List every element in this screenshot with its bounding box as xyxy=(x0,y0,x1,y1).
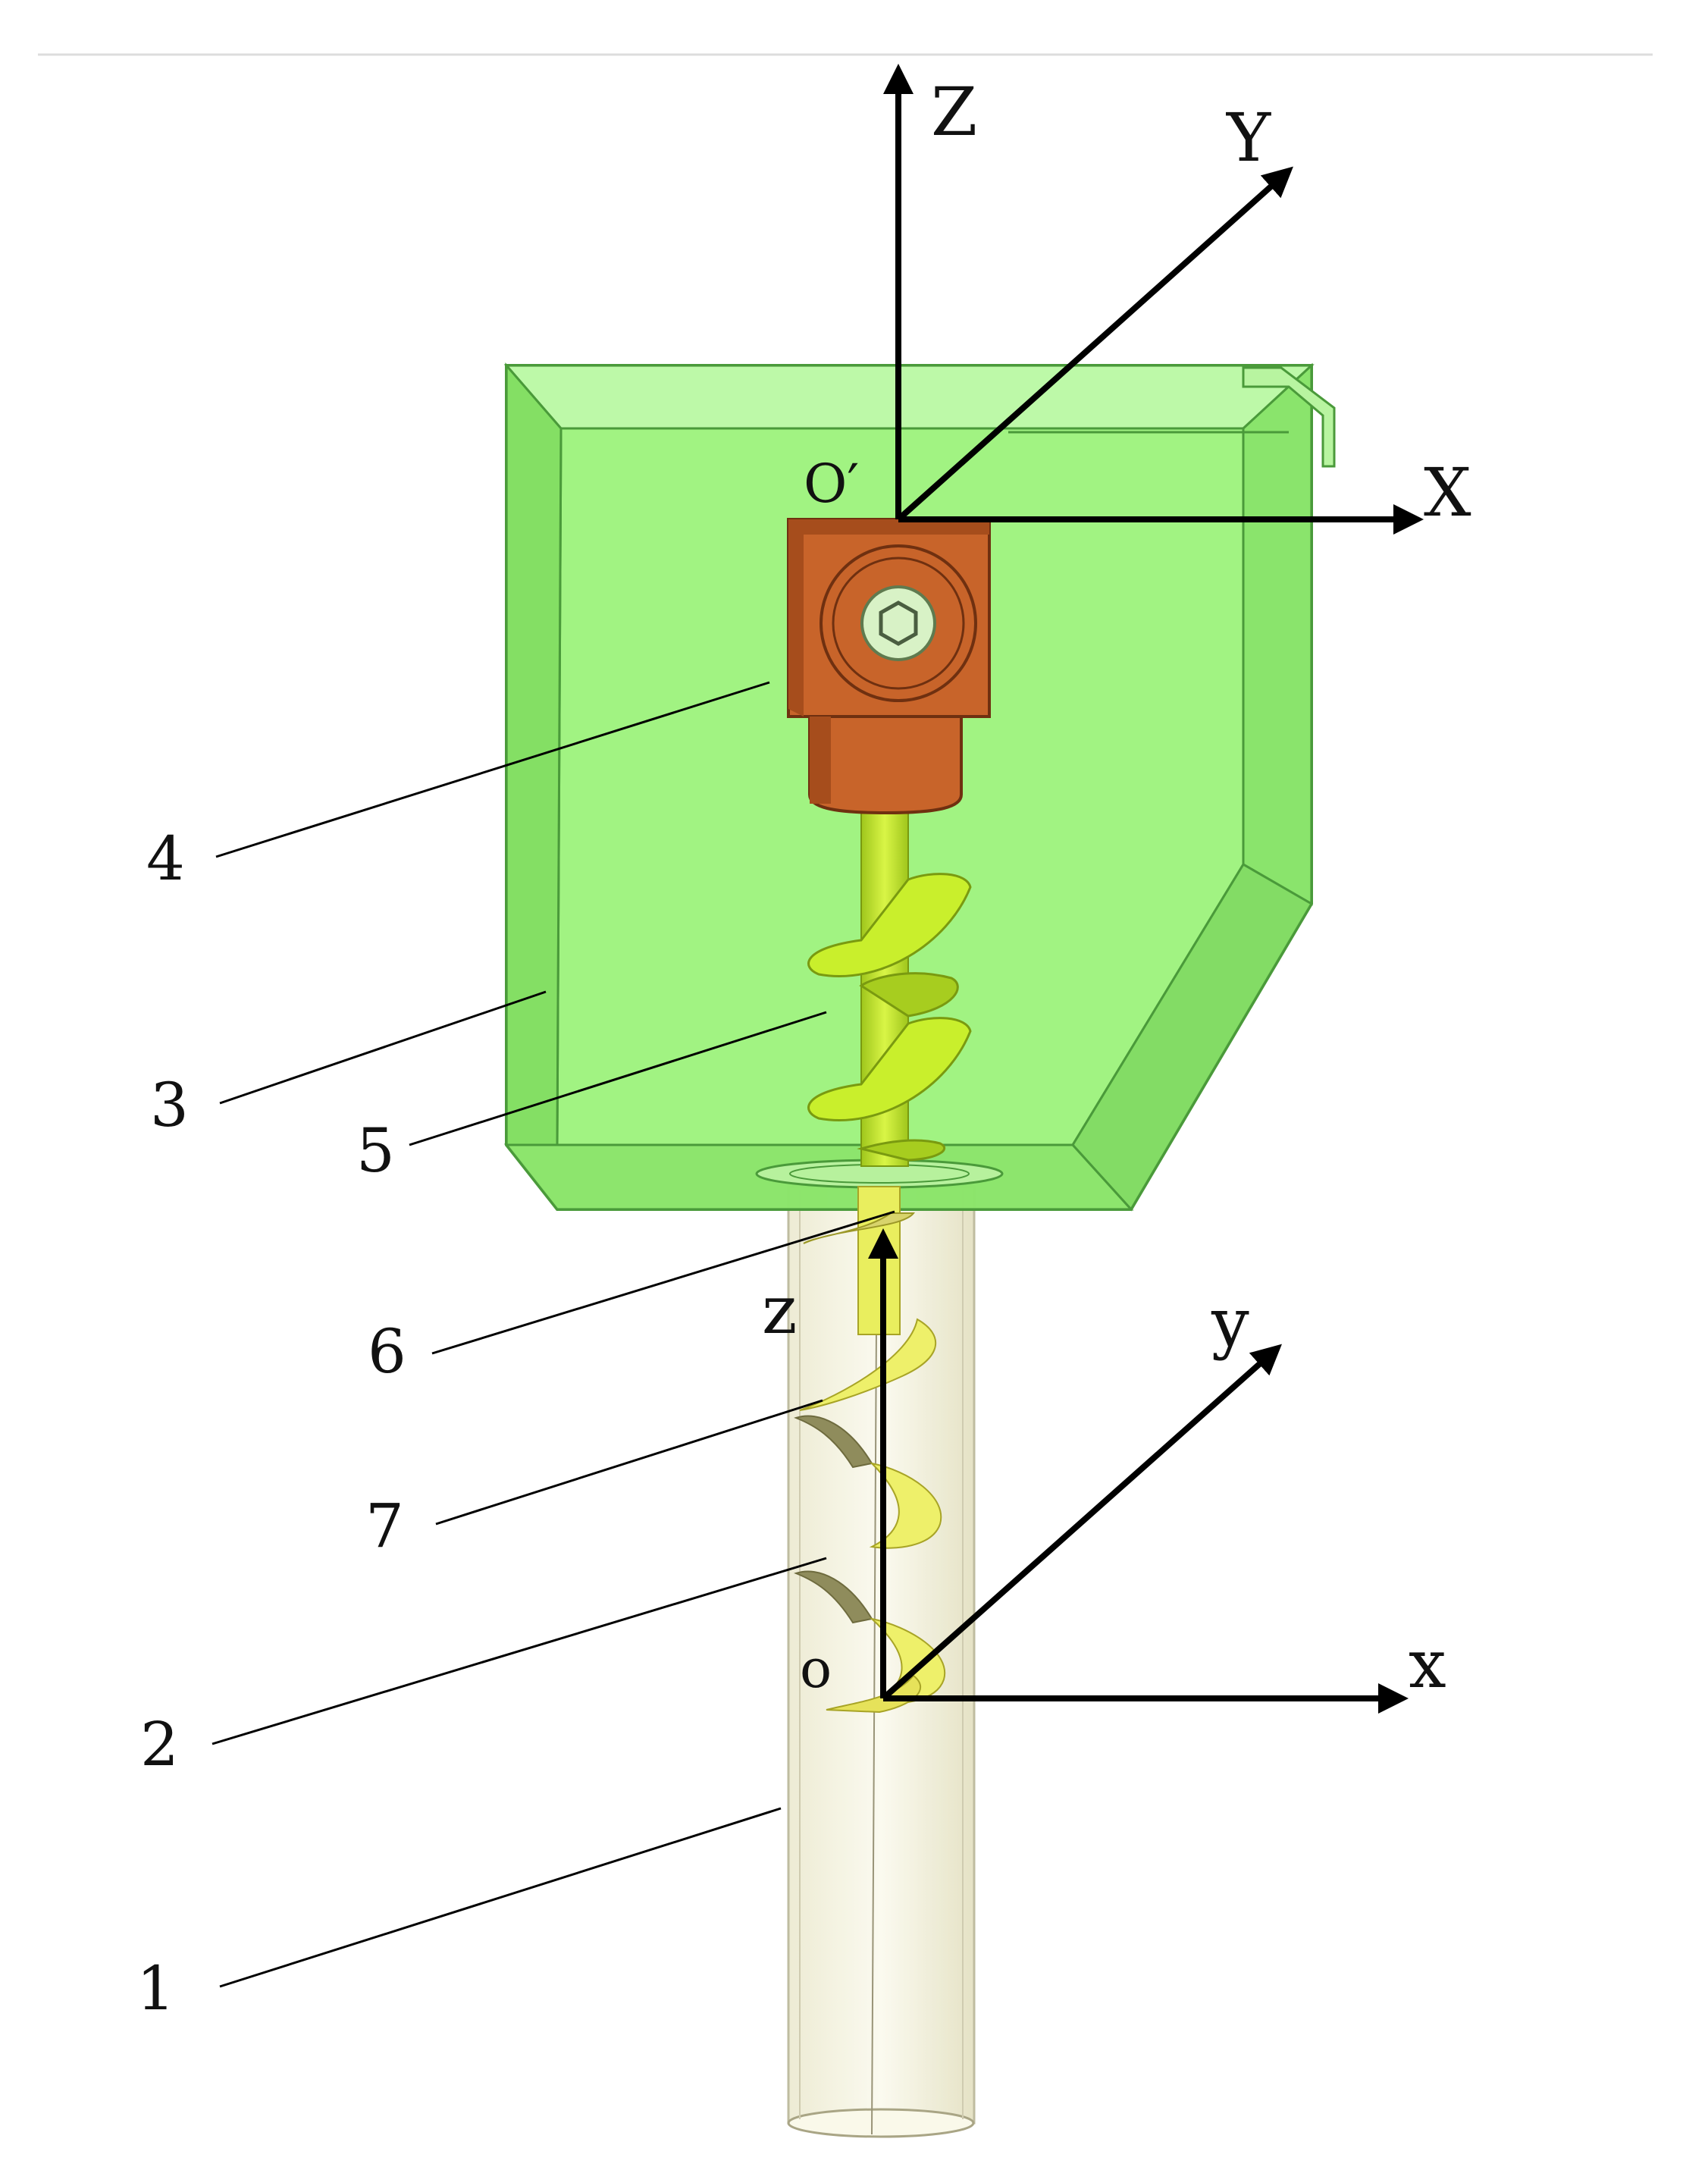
global-y-label: Y xyxy=(1226,99,1271,177)
callout-7: 7 xyxy=(365,1491,404,1561)
callout-3: 3 xyxy=(150,1070,189,1140)
global-axes: Z Y X O′ xyxy=(804,64,1471,535)
callout-2: 2 xyxy=(140,1709,179,1780)
local-origin-label: o xyxy=(800,1638,832,1700)
local-z-label: z xyxy=(762,1271,797,1349)
callout-5: 5 xyxy=(356,1115,395,1186)
global-y-axis xyxy=(896,166,1293,522)
callout-6: 6 xyxy=(368,1316,406,1387)
lower-screw xyxy=(794,1186,946,1714)
local-axes: z y x o xyxy=(762,1228,1446,1714)
motor xyxy=(787,518,991,815)
global-z-label: Z xyxy=(931,73,977,151)
upper-screw xyxy=(807,809,972,1167)
local-y-label: y xyxy=(1211,1284,1249,1362)
callout-4: 4 xyxy=(146,823,185,894)
global-x-label: X xyxy=(1424,453,1471,532)
local-y-axis xyxy=(881,1344,1282,1701)
callout-1: 1 xyxy=(136,1953,175,2024)
callout-labels: 4 3 5 6 7 2 1 xyxy=(136,823,406,2024)
leader-lines xyxy=(212,681,895,1988)
global-origin-label: O′ xyxy=(804,453,859,515)
local-x-label: x xyxy=(1409,1625,1446,1703)
